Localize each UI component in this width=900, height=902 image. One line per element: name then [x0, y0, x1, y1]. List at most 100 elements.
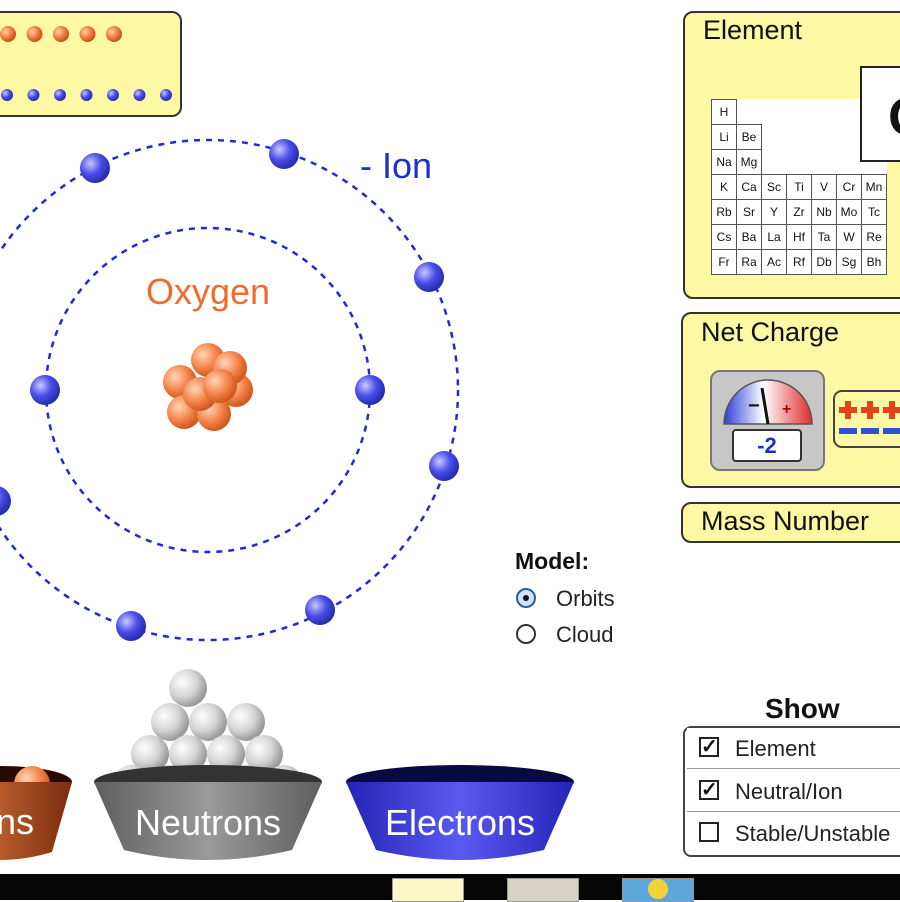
electron[interactable] [355, 375, 385, 405]
periodic-cell[interactable]: Hf [786, 224, 812, 250]
tray-electron[interactable] [54, 89, 66, 101]
orbits-label[interactable]: Orbits [556, 586, 615, 611]
neutron[interactable] [151, 703, 189, 741]
charge-tokens [833, 390, 900, 448]
show-stable-unstable-label[interactable]: Stable/Unstable [735, 821, 891, 846]
mass-number-panel[interactable] [681, 502, 900, 543]
neutron[interactable] [227, 703, 265, 741]
periodic-cell[interactable]: Cs [711, 224, 737, 250]
periodic-cell[interactable]: Rb [711, 199, 737, 225]
periodic-cell[interactable]: Mo [836, 199, 862, 225]
periodic-cell[interactable]: Mg [736, 149, 762, 175]
show-element-label[interactable]: Element [735, 736, 816, 761]
periodic-cell[interactable]: Li [711, 124, 737, 150]
element-name-label: Oxygen [146, 271, 270, 312]
nucleus[interactable] [163, 343, 253, 431]
periodic-cell[interactable]: Be [736, 124, 762, 150]
periodic-cell[interactable]: W [836, 224, 862, 250]
smiley-icon [648, 879, 668, 899]
tray-electron[interactable] [27, 89, 40, 101]
electron[interactable] [0, 486, 11, 516]
nucleus-particle[interactable] [203, 369, 237, 403]
periodic-cell[interactable]: Db [811, 249, 837, 275]
periodic-cell[interactable]: Ba [736, 224, 762, 250]
periodic-cell[interactable]: Fr [711, 249, 737, 275]
orbits-radio[interactable] [516, 588, 536, 608]
periodic-cell[interactable]: K [711, 174, 737, 200]
electron[interactable] [269, 139, 299, 169]
tray-electron[interactable] [1, 89, 13, 101]
periodic-cell[interactable]: Re [861, 224, 887, 250]
neutron[interactable] [189, 703, 227, 741]
periodic-cell[interactable]: Bh [861, 249, 887, 275]
taskbar-thumbnail-game[interactable] [507, 878, 579, 902]
tray-electron[interactable] [107, 89, 119, 101]
electron[interactable] [80, 153, 110, 183]
mass-number-title: Mass Number [701, 506, 870, 536]
periodic-blank [787, 150, 812, 175]
periodic-cell[interactable]: H [711, 99, 737, 125]
tray-proton[interactable] [0, 26, 16, 42]
periodic-cell[interactable]: Sc [761, 174, 787, 200]
periodic-cell[interactable]: La [761, 224, 787, 250]
tray-electron[interactable] [160, 89, 172, 101]
electron[interactable] [429, 451, 459, 481]
periodic-cell[interactable]: Sr [736, 199, 762, 225]
gauge-plus: + [782, 401, 791, 418]
periodic-cell[interactable]: Sg [836, 249, 862, 275]
taskbar-thumbnail-smiley[interactable] [622, 878, 694, 902]
periodic-blank [837, 100, 862, 125]
model-title: Model: [515, 548, 590, 574]
periodic-cell[interactable]: Ra [736, 249, 762, 275]
tray-proton[interactable] [106, 26, 122, 42]
periodic-cell[interactable]: Rf [786, 249, 812, 275]
neutron[interactable] [131, 735, 169, 773]
electron[interactable] [305, 595, 335, 625]
tray-proton[interactable] [53, 26, 69, 42]
positive-charge-token [839, 401, 857, 419]
neutron[interactable] [207, 735, 245, 773]
periodic-cell[interactable]: Na [711, 149, 737, 175]
periodic-cell[interactable]: Y [761, 199, 787, 225]
protons-bucket[interactable]: ns [0, 766, 72, 860]
periodic-cell[interactable]: Ac [761, 249, 787, 275]
show-neutral-ion-checkbox[interactable]: ✓ [699, 779, 719, 801]
neutron[interactable] [169, 735, 207, 773]
periodic-cell[interactable]: Ta [811, 224, 837, 250]
show-neutral-ion-label[interactable]: Neutral/Ion [735, 779, 843, 804]
show-element-checkbox[interactable]: ✓ [699, 736, 719, 758]
electrons-bucket[interactable]: Electrons [346, 765, 574, 860]
neutrons-bucket[interactable]: Neutrons [94, 765, 322, 860]
show-element-row[interactable]: ✓ Element [687, 728, 900, 769]
periodic-cell[interactable]: Nb [811, 199, 837, 225]
particle-tray-contents[interactable] [0, 11, 182, 117]
periodic-cell[interactable]: Zr [786, 199, 812, 225]
tray-proton[interactable] [26, 26, 43, 42]
electron[interactable] [116, 611, 146, 641]
neutron[interactable] [169, 669, 207, 707]
cloud-radio[interactable] [516, 624, 536, 644]
tray-electron[interactable] [80, 89, 93, 101]
periodic-cell[interactable]: Mn [861, 174, 887, 200]
periodic-cell[interactable]: Cr [836, 174, 862, 200]
show-neutral-ion-row[interactable]: ✓ Neutral/Ion [687, 771, 900, 812]
periodic-blank [812, 125, 837, 150]
tray-proton[interactable] [79, 26, 96, 42]
tray-electron[interactable] [133, 89, 146, 101]
gauge-minus: − [748, 395, 760, 417]
periodic-blank [737, 100, 762, 125]
taskbar-thumbnail-atom[interactable] [392, 878, 464, 902]
periodic-cell[interactable]: Ti [786, 174, 812, 200]
cloud-label[interactable]: Cloud [556, 622, 614, 647]
periodic-cell[interactable]: Ca [736, 174, 762, 200]
electron[interactable] [414, 262, 444, 292]
net-charge-value: -2 [732, 429, 802, 462]
periodic-cell[interactable]: Tc [861, 199, 887, 225]
neutron[interactable] [245, 735, 283, 773]
periodic-cell[interactable]: V [811, 174, 837, 200]
show-stable-unstable-checkbox[interactable] [699, 822, 719, 842]
negative-charge-token [883, 428, 900, 434]
show-stable-unstable-row[interactable]: Stable/Unstable [687, 813, 900, 854]
electron[interactable] [30, 375, 60, 405]
